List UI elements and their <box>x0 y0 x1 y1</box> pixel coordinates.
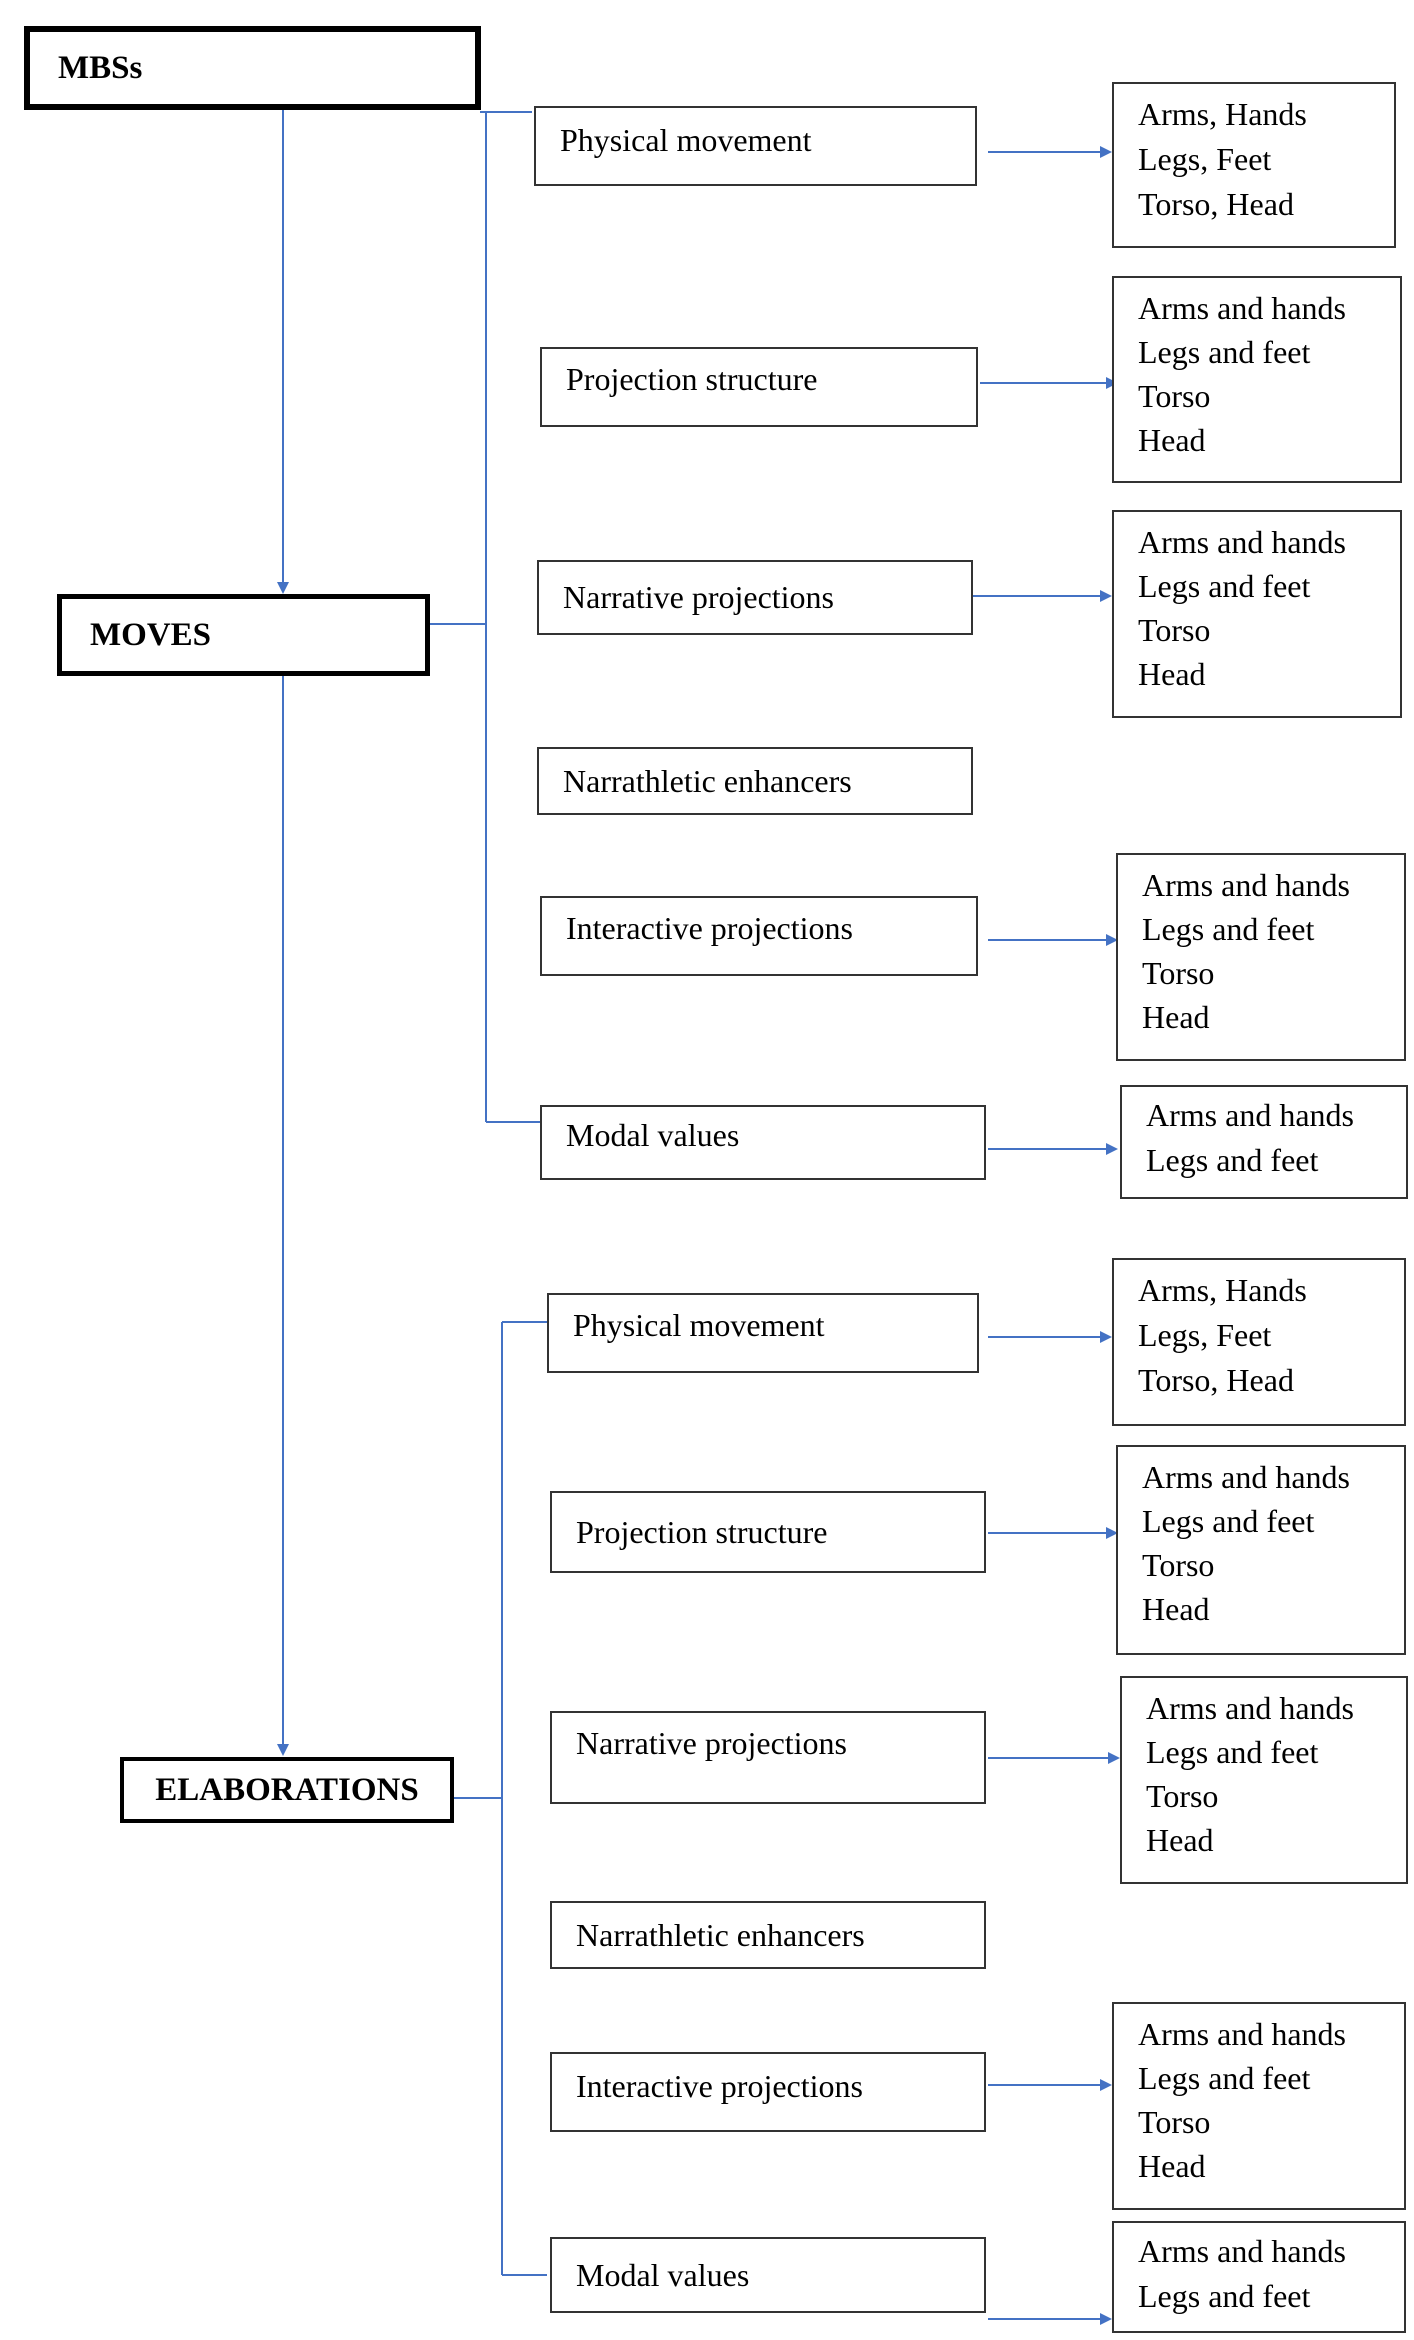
part-line: Arms, Hands <box>1138 1272 1307 1308</box>
part-line: Head <box>1146 1822 1214 1858</box>
moves-projection-structure-label: Projection structure <box>566 361 818 397</box>
part-line: Torso <box>1142 955 1215 991</box>
part-line: Torso <box>1138 378 1211 414</box>
part-line: Legs and feet <box>1138 334 1311 370</box>
elab-narrative-label: Narrative projections <box>576 1725 847 1761</box>
root-moves-label: MOVES <box>90 616 212 653</box>
root-mbss-label: MBSs <box>58 49 143 86</box>
elab-interactive-label: Interactive projections <box>576 2068 863 2104</box>
part-line: Legs and feet <box>1142 911 1315 947</box>
moves-physical-box: Physical movement <box>534 106 977 186</box>
elab-narrative-box: Narrative projections <box>550 1711 986 1804</box>
moves-physical-parts: Arms, Hands Legs, Feet Torso, Head <box>1112 82 1396 248</box>
moves-narrathletic-label: Narrathletic enhancers <box>563 762 852 799</box>
elab-physical-parts: Arms, Hands Legs, Feet Torso, Head <box>1112 1258 1406 1426</box>
elab-modal-box: Modal values <box>550 2237 986 2313</box>
elab-modal-label: Modal values <box>576 2256 750 2293</box>
part-line: Arms and hands <box>1138 2016 1346 2052</box>
part-line: Legs and feet <box>1142 1503 1315 1539</box>
part-line: Arms and hands <box>1138 524 1346 560</box>
part-line: Torso <box>1146 1778 1219 1814</box>
moves-narrative-label: Narrative projections <box>563 579 834 615</box>
part-line: Torso, Head <box>1138 186 1294 222</box>
part-line: Arms and hands <box>1142 867 1350 903</box>
part-line: Legs, Feet <box>1138 141 1272 177</box>
part-line: Arms and hands <box>1146 1097 1354 1133</box>
moves-interactive-parts: Arms and hands Legs and feet Torso Head <box>1116 853 1406 1061</box>
moves-modal-label: Modal values <box>566 1117 740 1153</box>
part-line: Head <box>1138 656 1206 692</box>
part-line: Legs, Feet <box>1138 1317 1272 1353</box>
elab-projection-structure-label: Projection structure <box>576 1513 828 1550</box>
moves-interactive-box: Interactive projections <box>540 896 978 976</box>
elab-narrathletic-label: Narrathletic enhancers <box>576 1916 865 1953</box>
part-line: Legs and feet <box>1138 2060 1311 2096</box>
elab-physical-label: Physical movement <box>573 1307 825 1343</box>
part-line: Torso <box>1138 612 1211 648</box>
root-elaborations: ELABORATIONS <box>120 1757 454 1823</box>
moves-projection-structure-box: Projection structure <box>540 347 978 427</box>
elab-narrative-parts: Arms and hands Legs and feet Torso Head <box>1120 1676 1408 1884</box>
elab-interactive-box: Interactive projections <box>550 2052 986 2132</box>
moves-projection-structure-parts: Arms and hands Legs and feet Torso Head <box>1112 276 1402 483</box>
part-line: Legs and feet <box>1146 1734 1319 1770</box>
root-moves: MOVES <box>57 594 430 676</box>
moves-narrathletic-box: Narrathletic enhancers <box>537 747 973 815</box>
part-line: Torso <box>1138 2104 1211 2140</box>
part-line: Head <box>1138 2148 1206 2184</box>
part-line: Legs and feet <box>1146 1142 1319 1178</box>
part-line: Legs and feet <box>1138 2278 1311 2314</box>
part-line: Torso, Head <box>1138 1362 1294 1398</box>
part-line: Head <box>1142 999 1210 1035</box>
elab-interactive-parts: Arms and hands Legs and feet Torso Head <box>1112 2002 1406 2210</box>
moves-interactive-label: Interactive projections <box>566 910 853 946</box>
elab-physical-box: Physical movement <box>547 1293 979 1373</box>
part-line: Arms and hands <box>1138 290 1346 326</box>
elab-projection-structure-box: Projection structure <box>550 1491 986 1573</box>
elab-projection-structure-parts: Arms and hands Legs and feet Torso Head <box>1116 1445 1406 1655</box>
moves-physical-label: Physical movement <box>560 122 812 158</box>
moves-modal-box: Modal values <box>540 1105 986 1180</box>
part-line: Arms, Hands <box>1138 96 1307 132</box>
part-line: Arms and hands <box>1146 1690 1354 1726</box>
elab-narrathletic-box: Narrathletic enhancers <box>550 1901 986 1969</box>
elab-modal-parts: Arms and hands Legs and feet <box>1112 2221 1406 2333</box>
part-line: Torso <box>1142 1547 1215 1583</box>
moves-modal-parts: Arms and hands Legs and feet <box>1120 1085 1408 1199</box>
moves-narrative-parts: Arms and hands Legs and feet Torso Head <box>1112 510 1402 718</box>
part-line: Head <box>1142 1591 1210 1627</box>
moves-narrative-box: Narrative projections <box>537 560 973 635</box>
root-elaborations-label: ELABORATIONS <box>155 1771 419 1808</box>
part-line: Head <box>1138 422 1206 458</box>
part-line: Legs and feet <box>1138 568 1311 604</box>
root-mbss: MBSs <box>24 26 481 110</box>
part-line: Arms and hands <box>1142 1459 1350 1495</box>
part-line: Arms and hands <box>1138 2233 1346 2269</box>
